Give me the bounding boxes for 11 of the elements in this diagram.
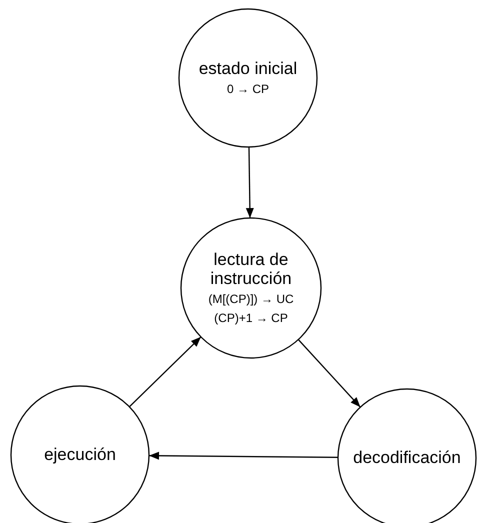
operation-text: 0 → CP bbox=[226, 82, 269, 97]
arrow bbox=[128, 336, 202, 408]
arrow bbox=[246, 146, 254, 218]
operation-text: (CP)+1 → CP bbox=[214, 311, 288, 326]
operation-text: (M[(CP)]) → UC bbox=[208, 292, 294, 307]
state-label: decodificación bbox=[353, 448, 461, 468]
arrow bbox=[298, 339, 361, 408]
state-label: lectura de instrucción bbox=[209, 250, 293, 288]
state-label: estado inicial bbox=[198, 58, 298, 78]
arrow bbox=[149, 452, 338, 460]
state-label: ejecución bbox=[44, 445, 116, 464]
